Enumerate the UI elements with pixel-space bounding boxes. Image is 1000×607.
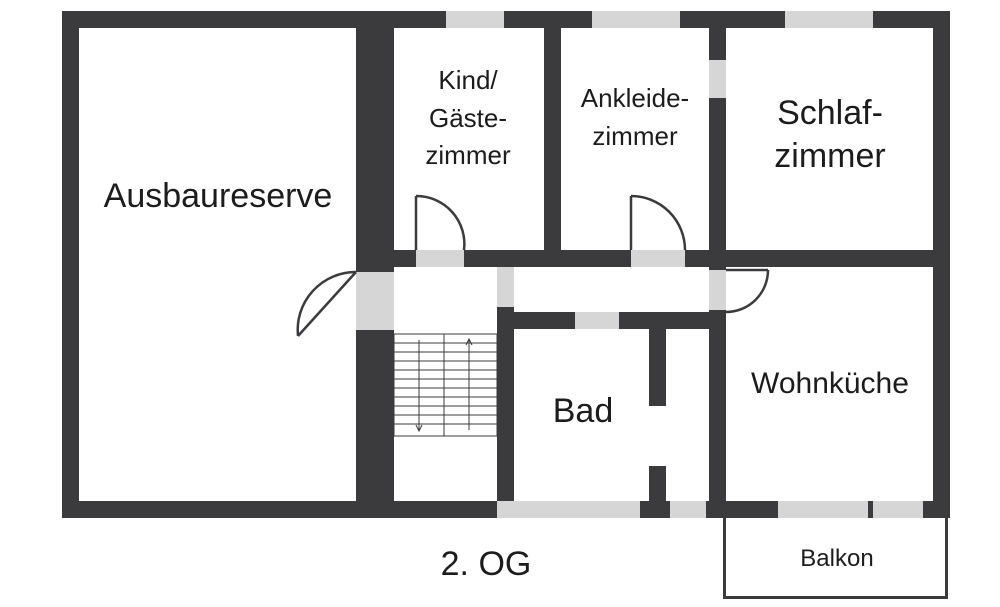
- room-labels: Ausbaureserve Kind/ Gäste- zimmer Anklei…: [104, 65, 909, 572]
- stair-down-arrow: [415, 340, 423, 433]
- label-ankleide-line2: zimmer: [592, 121, 678, 151]
- windows: [356, 11, 923, 518]
- label-schlaf-line2: zimmer: [774, 137, 885, 175]
- door-kind-gaeste: [414, 194, 466, 251]
- label-bad: Bad: [553, 392, 614, 430]
- interior-walls: [356, 11, 950, 599]
- door-ausbaureserve: [296, 270, 357, 337]
- label-ankleide-line1: Ankleide-: [581, 83, 689, 113]
- staircase: [393, 333, 498, 437]
- door-ankleide: [629, 194, 687, 251]
- stair-up-arrow: [465, 337, 473, 430]
- label-balkon: Balkon: [800, 545, 873, 572]
- label-kind-gaeste-line1: Kind/: [438, 65, 498, 95]
- label-wohnkueche: Wohnküche: [751, 367, 909, 400]
- label-ausbaureserve: Ausbaureserve: [104, 177, 333, 215]
- label-schlaf-line1: Schlaf-: [777, 94, 883, 132]
- doors: [296, 194, 770, 337]
- door-schlafzimmer: [725, 268, 770, 314]
- label-kind-gaeste-line3: zimmer: [425, 140, 511, 170]
- label-kind-gaeste-line2: Gäste-: [429, 103, 507, 133]
- floor-label: 2. OG: [441, 545, 532, 583]
